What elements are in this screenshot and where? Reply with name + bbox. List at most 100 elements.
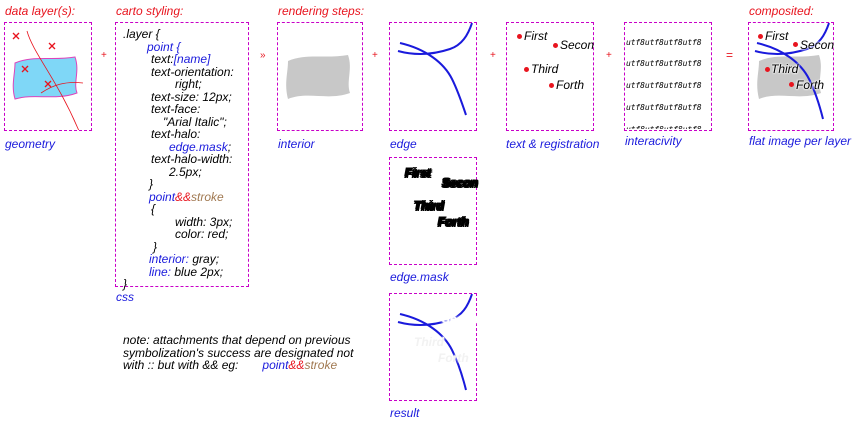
grid-row: utf8utf8utf8utf8 <box>626 103 702 113</box>
code-token: gray; <box>189 252 220 266</box>
code-line: } <box>149 177 154 191</box>
note-example-token: point <box>262 358 289 372</box>
code-line: right; <box>175 77 202 91</box>
code-line: } <box>153 239 158 254</box>
caption-flat-image: flat image per layer <box>749 134 852 148</box>
edge-line <box>397 23 473 56</box>
code-line: text-orientation: <box>151 64 234 79</box>
css-panel <box>115 22 249 287</box>
code-line: point&&stroke <box>123 189 234 204</box>
composited-label: Third <box>771 62 799 76</box>
edge-mask-panel: First Secon Third Forth <box>389 157 479 265</box>
code-token: [name] <box>173 52 211 66</box>
edge-line <box>756 42 824 120</box>
caption-geometry: geometry <box>5 137 56 151</box>
point-dot <box>765 67 770 72</box>
code-token: text: <box>151 52 174 66</box>
header-carto-styling: carto styling: <box>116 4 184 18</box>
header-rendering-steps: rendering steps: <box>278 4 365 18</box>
code-token: line: <box>149 264 172 279</box>
code-token: edge.mask <box>169 139 228 154</box>
note-text: with :: but with && eg: <box>123 358 239 372</box>
point-dot <box>758 34 763 39</box>
plus-operator: + <box>101 50 107 61</box>
edge-line <box>399 313 467 391</box>
point-marker <box>44 80 52 88</box>
line-shape <box>26 30 79 130</box>
code-line: line: blue 2px; <box>123 264 234 279</box>
attachment-note: note: attachments that depend on previou… <box>123 334 353 372</box>
composited-label: Secon <box>800 38 835 52</box>
note-example-token: stroke <box>304 358 338 372</box>
code-token: stroke <box>191 189 224 204</box>
mask-label: Third <box>414 199 444 213</box>
code-line: edge.mask; <box>123 139 234 154</box>
equals-operator: = <box>726 48 734 62</box>
caption-edge-mask: edge.mask <box>390 270 449 284</box>
code-line: interior: gray; <box>123 253 234 266</box>
point-marker <box>21 65 29 73</box>
point-marker <box>12 32 20 40</box>
text-registration-panel: First Secon Third Forth <box>506 22 594 131</box>
interior-shape <box>757 55 821 99</box>
geometry-drawing <box>12 30 84 130</box>
code-line: text-face: <box>151 102 201 116</box>
plus-operator: + <box>372 50 378 61</box>
result-drawing <box>397 294 473 391</box>
edge-line <box>754 23 830 56</box>
interior-panel <box>277 22 363 131</box>
code-line: point { <box>147 39 181 54</box>
text-label: Forth <box>556 78 585 92</box>
caption-text-registration: text & registration <box>506 137 600 151</box>
interior-drawing <box>286 55 350 99</box>
code-token: && <box>175 189 192 204</box>
line-shape <box>40 82 84 94</box>
point-marker <box>48 42 56 50</box>
text-label: First <box>524 29 548 43</box>
note-line: note: attachments that depend on previou… <box>123 333 351 347</box>
grid-row: utf8utf8utf8utf8 <box>626 125 711 129</box>
code-line: { <box>151 202 156 216</box>
point-dot <box>553 43 558 48</box>
header-composited: composited: <box>749 4 814 18</box>
code-line: 2.5px; <box>169 164 202 179</box>
code-line: text:[name] <box>123 53 234 66</box>
point-dot <box>793 42 798 47</box>
grid-row: utf8utf8utf8utf8 <box>626 81 702 91</box>
edge-line <box>397 294 473 327</box>
code-token: interior: <box>149 252 190 266</box>
code-token: blue 2px; <box>171 264 224 279</box>
result-panel: First Secon Third Forth <box>389 293 478 401</box>
composited-drawing <box>754 23 830 120</box>
composited-label: Forth <box>796 78 825 92</box>
composited-panel: First Secon Third Forth <box>748 22 834 131</box>
result-label: First <box>405 302 432 316</box>
code-line: .layer { <box>123 27 160 41</box>
mask-label: Secon <box>442 176 479 190</box>
mask-label: Forth <box>438 215 469 229</box>
code-line: } <box>123 277 128 291</box>
code-token: ; <box>227 139 232 154</box>
result-label: Forth <box>438 351 469 365</box>
code-line: text-size: 12px; <box>151 89 232 104</box>
polygon-shape <box>12 56 78 100</box>
plus-operator: + <box>490 50 496 61</box>
point-dot <box>549 83 554 88</box>
code-line: color: red; <box>175 227 229 241</box>
arrow-operator: » <box>260 50 266 61</box>
edge-panel <box>389 22 477 131</box>
css-code: .layer { point { text:[name] text-orient… <box>123 28 234 291</box>
caption-interior: interior <box>278 137 315 151</box>
geometry-panel <box>4 22 92 131</box>
code-line: "Arial Italic"; <box>163 114 227 129</box>
code-line: text-halo: <box>151 127 201 141</box>
text-label: Third <box>531 62 559 76</box>
text-label: Secon <box>560 38 595 52</box>
mask-label: First <box>405 166 432 180</box>
code-line: width: 3px; <box>175 214 233 229</box>
note-line: symbolization's success are designated n… <box>123 345 354 360</box>
point-dot <box>524 67 529 72</box>
point-dot <box>517 34 522 39</box>
header-data-layers: data layer(s): <box>5 4 76 18</box>
edge-line <box>399 42 467 116</box>
